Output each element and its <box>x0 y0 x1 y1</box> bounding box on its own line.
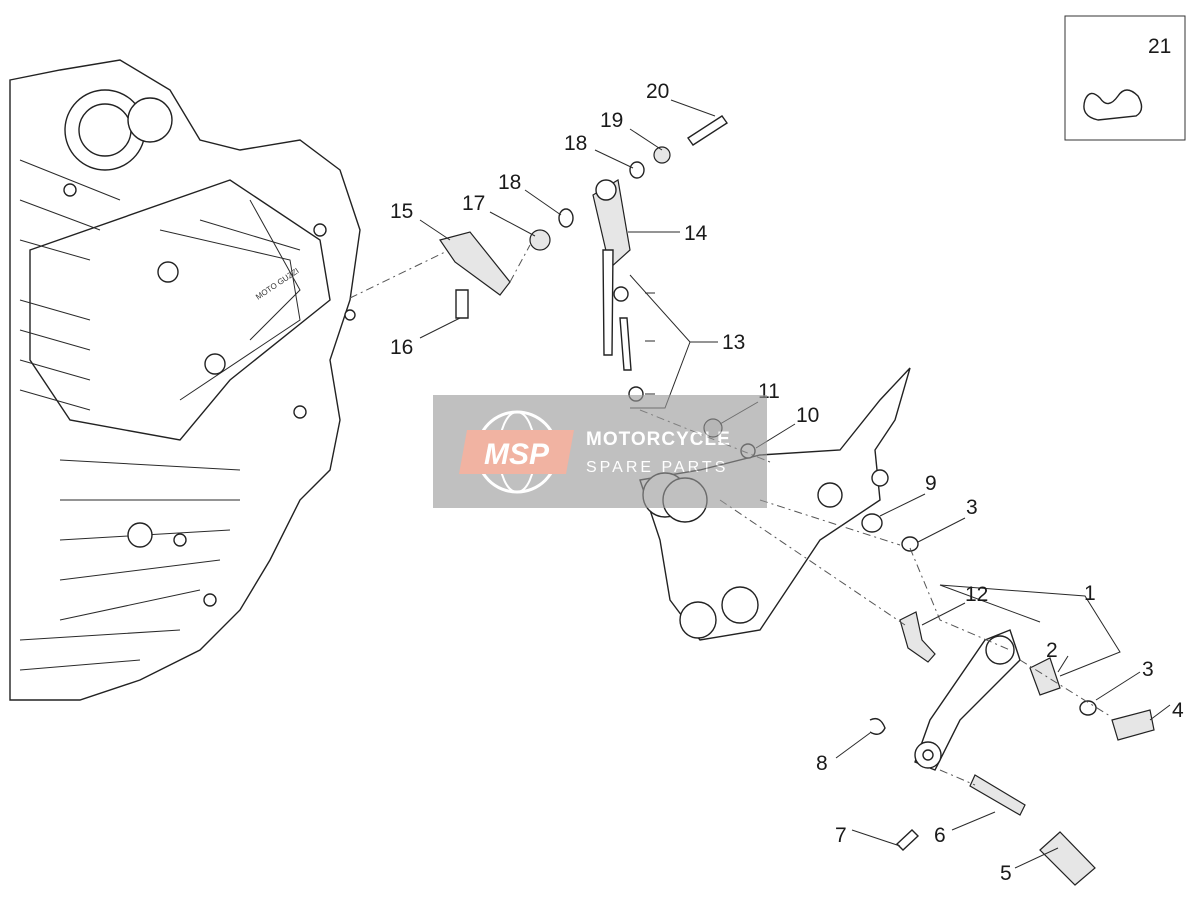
callout-21: 21 <box>1148 35 1171 58</box>
callout-10: 10 <box>796 404 819 427</box>
callout-14: 14 <box>684 222 708 245</box>
callout-19: 19 <box>600 109 623 132</box>
callout-17: 17 <box>462 192 485 215</box>
watermark-title: MOTORCYCLE <box>586 429 731 450</box>
callout-18-lower: 18 <box>498 171 521 194</box>
part-21-inset <box>1064 15 1186 141</box>
watermark: MSP MOTORCYCLE SPARE PARTS <box>433 395 767 508</box>
callout-15: 15 <box>390 200 413 223</box>
callout-6: 6 <box>934 824 946 847</box>
engine-illustration: MOTO GUZZI <box>9 59 361 701</box>
callout-8: 8 <box>816 752 828 775</box>
gear-lever <box>914 629 1021 771</box>
callout-12: 12 <box>965 583 988 606</box>
callout-labels: 21 20 19 18 18 17 15 14 13 16 11 10 9 3 … <box>390 35 1184 885</box>
callout-9: 9 <box>925 472 937 495</box>
callout-16: 16 <box>390 336 413 359</box>
watermark-subtitle: SPARE PARTS <box>586 459 728 476</box>
callout-4: 4 <box>1172 699 1184 722</box>
callout-18-upper: 18 <box>564 132 587 155</box>
watermark-logo: MSP <box>484 438 550 471</box>
callout-3-lower: 3 <box>1142 658 1154 681</box>
callout-3-upper: 3 <box>966 496 978 519</box>
callout-2: 2 <box>1046 639 1058 662</box>
callout-20: 20 <box>646 80 669 103</box>
callout-5: 5 <box>1000 862 1012 885</box>
callout-1: 1 <box>1084 582 1096 605</box>
callout-7: 7 <box>835 824 847 847</box>
callout-13: 13 <box>722 331 745 354</box>
